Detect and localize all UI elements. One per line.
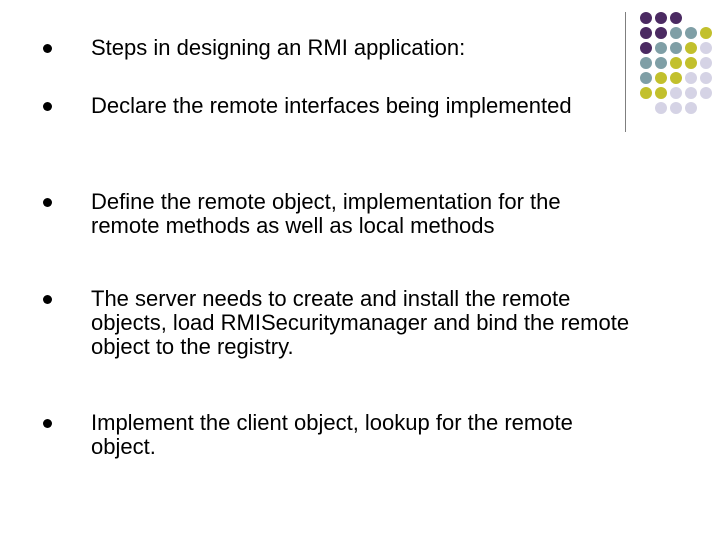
bullet-text: Declare the remote interfaces being impl… xyxy=(91,93,572,118)
decorative-dot xyxy=(640,42,652,54)
decorative-dot xyxy=(670,12,682,24)
decorative-dot xyxy=(700,27,712,39)
decorative-dot xyxy=(670,57,682,69)
decorative-dot xyxy=(685,57,697,69)
decorative-dot xyxy=(655,57,667,69)
decorative-dot xyxy=(670,102,682,114)
bullet-icon xyxy=(43,419,52,428)
decorative-dot xyxy=(685,42,697,54)
decorative-dot xyxy=(655,87,667,99)
decorative-dot xyxy=(700,72,712,84)
decorative-dot xyxy=(670,42,682,54)
bullet-icon xyxy=(43,198,52,207)
decorative-dot xyxy=(700,87,712,99)
decorative-dot xyxy=(655,102,667,114)
decorative-dot xyxy=(655,27,667,39)
decorative-dot xyxy=(685,27,697,39)
decorative-dot xyxy=(685,87,697,99)
decorative-dot xyxy=(655,42,667,54)
decorative-dot xyxy=(685,72,697,84)
bullet-text: The server needs to create and install t… xyxy=(91,286,630,359)
decorative-dot xyxy=(640,12,652,24)
decorative-dot xyxy=(655,12,667,24)
decorative-dot xyxy=(670,87,682,99)
decorative-divider xyxy=(625,12,626,132)
decorative-dot xyxy=(655,72,667,84)
decorative-dot xyxy=(640,72,652,84)
bullet-icon xyxy=(43,44,52,53)
decorative-dot-grid xyxy=(0,0,720,140)
decorative-dot xyxy=(670,72,682,84)
decorative-dot xyxy=(685,102,697,114)
decorative-dot xyxy=(640,87,652,99)
decorative-dot xyxy=(700,57,712,69)
decorative-dot xyxy=(700,42,712,54)
bullet-text: Define the remote object, implementation… xyxy=(91,189,561,238)
bullet-text: Steps in designing an RMI application: xyxy=(91,35,466,60)
bullet-icon xyxy=(43,295,52,304)
bullet-text: Implement the client object, lookup for … xyxy=(91,410,573,459)
decorative-dot xyxy=(640,27,652,39)
decorative-dot xyxy=(670,27,682,39)
decorative-dot xyxy=(640,57,652,69)
bullet-icon xyxy=(43,102,52,111)
